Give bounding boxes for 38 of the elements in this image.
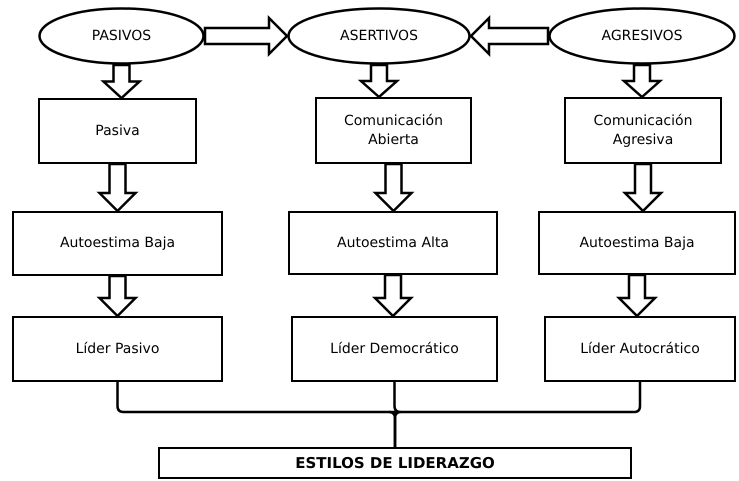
bracket-connector [394, 382, 642, 447]
block-arrow [100, 64, 143, 100]
process-box [315, 97, 472, 164]
process-box [544, 316, 736, 382]
node-label: ASERTIVOS [339, 26, 419, 46]
block-arrow [616, 274, 658, 318]
node-label: PASIVOS [90, 26, 152, 46]
process-box [38, 98, 197, 164]
node-label: Pasiva [94, 122, 141, 140]
block-arrow [204, 14, 289, 58]
title-box [158, 447, 632, 479]
node-label: Comunicación Abierta [343, 112, 444, 150]
block-arrow [469, 14, 550, 58]
node-label: AGRESIVOS [600, 26, 684, 46]
node-label: ESTILOS DE LIDERAZGO [294, 452, 496, 474]
block-arrow [372, 162, 415, 213]
node-label: Autoestima Baja [578, 234, 696, 252]
node-label: Comunicación Agresiva [592, 112, 694, 150]
node-label: Líder Pasivo [74, 340, 160, 358]
ellipse-node [287, 7, 471, 65]
node-label: Autoestima Baja [58, 234, 176, 253]
process-box [288, 211, 498, 275]
block-arrow [358, 64, 400, 99]
ellipse-node [38, 7, 205, 65]
block-arrow [96, 274, 139, 318]
ellipse-node [548, 7, 736, 65]
block-arrow [372, 274, 414, 318]
block-arrow [622, 162, 664, 213]
process-box [564, 97, 722, 164]
process-box [12, 316, 223, 382]
process-box [291, 316, 498, 382]
node-label: Autoestima Alta [336, 234, 450, 252]
process-box [538, 211, 736, 275]
node-label: Líder Democrático [329, 340, 460, 358]
block-arrow [620, 64, 664, 99]
node-label: Líder Autocrático [579, 340, 701, 358]
block-arrow [96, 162, 139, 213]
process-box [12, 211, 223, 276]
